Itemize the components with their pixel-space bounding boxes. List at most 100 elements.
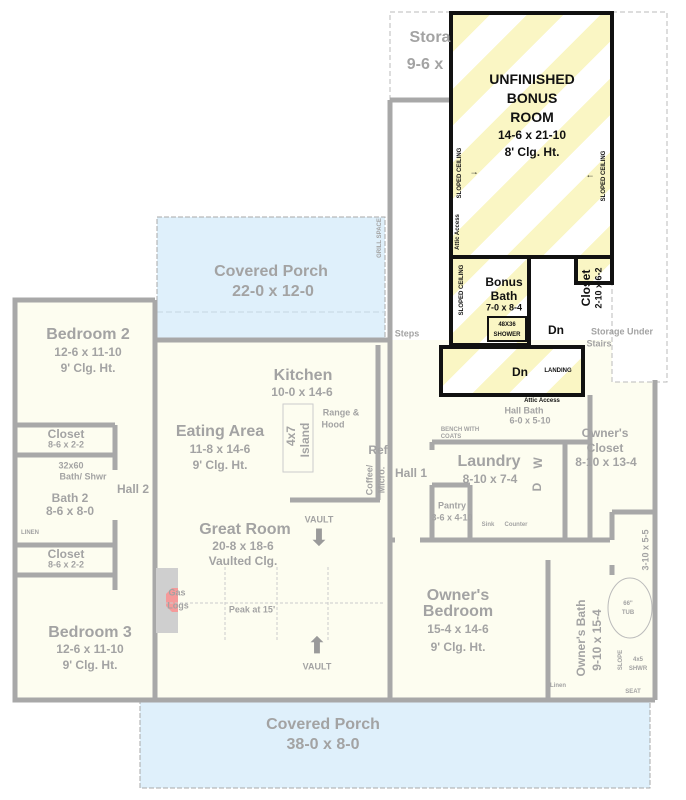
bonus-attic-access: Attic Access <box>455 214 461 250</box>
pantry-label: Pantry <box>437 500 467 511</box>
bath2-linen: LINEN <box>21 530 39 536</box>
closet-b3-label: Closet <box>47 547 85 561</box>
laundry-label: Laundry <box>457 453 521 470</box>
shower-area <box>487 316 527 342</box>
storage-label: Stora <box>409 29 451 46</box>
shower-label: SHWR <box>628 666 648 672</box>
gas-label: Gas <box>168 587 186 598</box>
bedroom3-label: Bedroom 3 <box>48 624 132 641</box>
rear-porch-area <box>156 216 386 340</box>
great-room-dims: 20-8 x 18-6 <box>212 539 274 553</box>
eating-area-ceiling: 9' Clg. Ht. <box>192 458 248 472</box>
washer-label: W <box>531 457 545 469</box>
bonus-bath-label: Bonus <box>485 275 523 289</box>
closet-b2-label: Closet <box>47 427 85 441</box>
laundry-dims: 8-10 x 7-4 <box>462 472 518 486</box>
bath2-dims: 8-6 x 8-0 <box>45 504 95 518</box>
slope-label: SLOPE <box>618 649 624 671</box>
owners-bedroom-dims: 15-4 x 14-6 <box>427 622 489 636</box>
bench-label: BENCH WITH <box>440 427 480 433</box>
owners-tub <box>607 577 653 639</box>
bedroom2-ceiling: 9' Clg. Ht. <box>60 361 116 375</box>
stairs-down-upper: Dn <box>548 323 564 337</box>
right-outline <box>611 11 668 383</box>
kitchen-label: Kitchen <box>273 367 333 384</box>
owners-bedroom-label: Owner's <box>426 587 490 604</box>
rear-porch-dims: 22-0 x 12-0 <box>232 283 314 300</box>
rear-porch-label: Covered Porch <box>214 263 328 280</box>
bonus-shower-label: SHOWER <box>493 332 521 338</box>
interior-center <box>155 340 390 700</box>
hall1-label: Hall 1 <box>394 466 428 480</box>
eating-area-dims: 11-8 x 14-6 <box>189 442 251 456</box>
bonus-room-area <box>449 11 614 259</box>
bonus-bath-label-2: Bath <box>490 289 518 303</box>
storage-under-stairs-label-2: Stairs <box>586 338 612 349</box>
pantry-dims: 3-6 x 4-10 <box>431 512 473 523</box>
tub-size: 66" <box>623 601 633 607</box>
counter-label: Counter <box>504 522 528 528</box>
interior-left-wing <box>15 300 155 700</box>
stairs-area <box>439 345 585 397</box>
bonus-closet-area <box>574 255 614 285</box>
closet-b3-dims: 8-6 x 2-2 <box>47 559 85 570</box>
grill-space-label: GRILL SPACE <box>377 218 383 258</box>
bedroom2-dims: 12-6 x 11-10 <box>54 345 122 359</box>
bath2-label: Bath 2 <box>51 491 89 505</box>
shower-size: 4x5 <box>632 657 644 663</box>
owners-bath-label: Owner's Bath <box>574 599 588 677</box>
wc-dims: 3-10 x 5-5 <box>640 529 651 571</box>
bonus-room-ceiling: 8' Clg. Ht. <box>504 145 560 159</box>
bonus-room-label-3: ROOM <box>510 109 554 125</box>
kitchen-dims: 10-0 x 14-6 <box>271 385 333 399</box>
hall2-label: Hall 2 <box>116 482 150 496</box>
storage-under-stairs-label: Storage Under <box>590 326 654 337</box>
bonus-shower-size: 48X36 <box>498 322 516 328</box>
bedroom2-label: Bedroom 2 <box>46 326 130 343</box>
bedroom3-ceiling: 9' Clg. Ht. <box>62 658 118 672</box>
bonus-bath-sloped: SLOPED CEILING <box>459 264 465 316</box>
front-porch-label: Covered Porch <box>266 716 380 733</box>
bonus-room-label-2: BONUS <box>506 90 558 106</box>
linen-label: Linen <box>550 683 566 689</box>
vault-bottom-label: VAULT <box>302 661 332 672</box>
owners-closet-label: Owner's <box>581 426 629 440</box>
vault-top-label: VAULT <box>304 514 334 525</box>
steps-label: Steps <box>394 328 420 339</box>
sloped-ceiling-right: SLOPED CEILING <box>601 150 607 202</box>
landing-label: LANDING <box>544 368 572 374</box>
exterior-wall <box>12 297 655 703</box>
closet-b2-dims: 8-6 x 2-2 <box>47 439 85 450</box>
owners-bedroom-label-2: Bedroom <box>422 603 494 620</box>
bonus-room-label: UNFINISHED <box>489 71 575 87</box>
stairs-attic-access: Attic Access <box>524 398 560 404</box>
great-room-label: Great Room <box>199 521 291 538</box>
arrow-up-icon: ⬆ <box>307 633 327 658</box>
bath2-tub-type: Bath/ Shwr <box>59 471 107 482</box>
bonus-closet-dims: 2-10 x 6-2 <box>593 267 604 309</box>
front-porch-dims: 38-0 x 8-0 <box>286 736 360 753</box>
hall-bath-dims: 6-0 x 5-10 <box>509 415 551 426</box>
arrow-right-icon: → <box>469 166 479 177</box>
owners-closet-dims: 8-10 x 13-4 <box>575 455 637 469</box>
bonus-room-dims: 14-6 x 21-10 <box>497 128 567 142</box>
refrigerator-label: Ref <box>368 443 388 457</box>
sink-label: Sink <box>481 522 495 528</box>
owners-bath-dims: 9-10 x 15-4 <box>590 609 604 671</box>
great-room-ceiling: Vaulted Clg. <box>208 554 278 568</box>
eating-area-label: Eating Area <box>175 423 265 440</box>
logs-label: Logs <box>167 600 189 611</box>
tub-label: TUB <box>621 610 635 616</box>
island-size: 4x7 <box>284 425 298 447</box>
arrow-down-icon: ⬇ <box>309 525 329 550</box>
micro-label: Micro. <box>376 466 387 494</box>
gas-logs <box>166 588 178 612</box>
owners-bedroom-ceiling: 9' Clg. Ht. <box>430 640 486 654</box>
stairs-down-lower: Dn <box>512 365 528 379</box>
bath2-tub: 32x60 <box>58 460 84 471</box>
seat-label: SEAT <box>625 689 641 695</box>
dryer-label: D <box>530 482 544 492</box>
arrow-left-icon: ← <box>585 169 595 180</box>
storage-dims: 9-6 x <box>406 56 444 73</box>
